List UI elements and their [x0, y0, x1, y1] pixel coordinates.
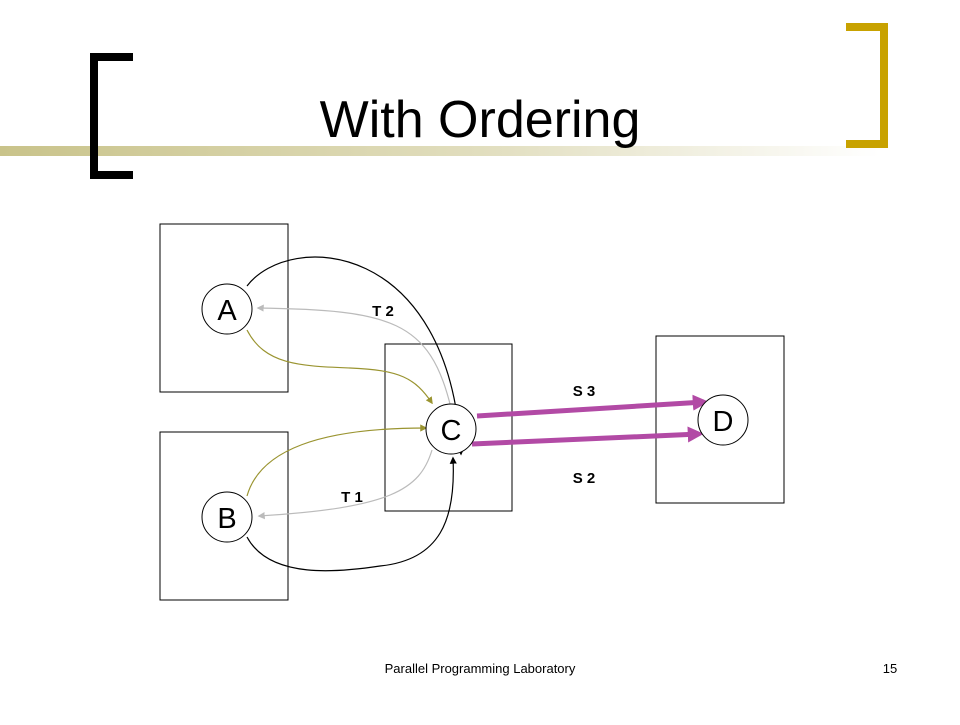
edge-b-to-c-olive	[246, 424, 428, 497]
title-bar	[0, 146, 880, 156]
right-bracket	[846, 23, 888, 148]
left-bracket	[90, 53, 133, 179]
node-d-label: D	[713, 406, 734, 438]
edge-b-to-c-black	[246, 456, 457, 572]
edge-c-to-d-s3	[476, 394, 709, 419]
page-number: 15	[882, 661, 898, 676]
edge-label-s2: S 2	[573, 470, 596, 487]
node-d: D	[697, 394, 749, 446]
node-c-label: C	[441, 415, 462, 447]
node-a-label: A	[217, 295, 237, 327]
edge-c-to-d-s2	[471, 426, 704, 447]
node-a: A	[201, 283, 253, 335]
node-c: C	[425, 403, 477, 455]
edge-label-t1: T 1	[341, 489, 363, 506]
edge-a-to-c-black	[246, 256, 465, 456]
node-b: B	[201, 491, 253, 543]
slide-title: With Ordering	[319, 91, 641, 149]
edge-label-t2: T 2	[372, 303, 394, 320]
edge-a-to-c-olive	[246, 329, 433, 405]
slide-footer: Parallel Programming Laboratory	[384, 661, 576, 676]
edge-c-to-a-gray	[256, 304, 452, 409]
edge-label-s3: S 3	[573, 383, 596, 400]
node-b-label: B	[217, 503, 236, 535]
edge-c-to-b-gray	[257, 449, 433, 520]
